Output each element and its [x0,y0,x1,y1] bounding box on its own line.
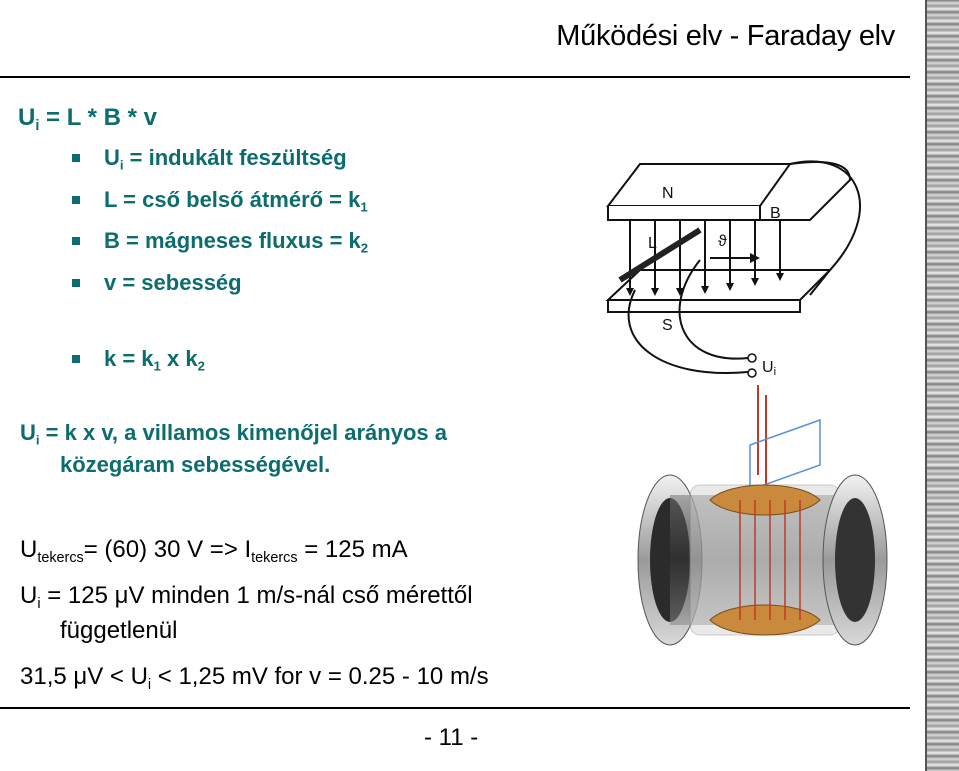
label-velocity: ϑ [718,233,727,250]
bottom-divider [0,707,910,709]
label-south: S [662,317,673,334]
bullet-item: Ui = indukált feszültség [104,145,347,173]
spec-line2: Ui = 125 μV minden 1 m/s-nál cső mérettő… [20,582,473,613]
spec-line1: Utekercs= (60) 30 V => Itekercs = 125 mA [20,536,408,567]
signal-wires [749,385,821,492]
spec-line4: 31,5 μV < Ui < 1,25 mV for v = 0.25 - 10… [20,663,489,694]
bullet-marker [72,196,80,204]
label-l: L [648,235,657,252]
bullet-marker [72,279,80,287]
statement-line2: közegáram sebességével. [60,452,331,477]
bullet-marker [72,154,80,162]
bullet-marker [72,237,80,245]
slide-title: Működési elv - Faraday elv [556,20,895,52]
label-b: B [770,205,781,222]
bullet-marker [72,355,80,363]
statement-line1: Ui = k x v, a villamos kimenőjel arányos… [20,420,447,448]
faraday-diagram: N S B L ϑ Ui [605,160,861,378]
spec-line3: függetlenül [60,617,178,644]
main-formula: Ui = L * B * v [18,104,157,135]
label-ui: Ui [762,359,776,378]
slide-edge-decoration [925,0,959,771]
slide: Működési elv - Faraday elv Ui = L * B * … [0,20,910,751]
bullet-item: B = mágneses fluxus = k2 [104,228,369,256]
bullet-item: L = cső belső átmérő = k1 [104,187,368,215]
bullet-item: v = sebesség [104,270,242,295]
label-north: N [662,185,674,202]
k-bullet: k = k1 x k2 [104,346,205,374]
page-number: - 11 - [424,724,479,751]
top-divider [0,76,910,78]
formula-rest: = L * B * v [39,104,157,131]
formula-symbol: U [18,104,36,131]
formula-subscript: i [35,118,40,135]
flowmeter-image [637,474,888,646]
